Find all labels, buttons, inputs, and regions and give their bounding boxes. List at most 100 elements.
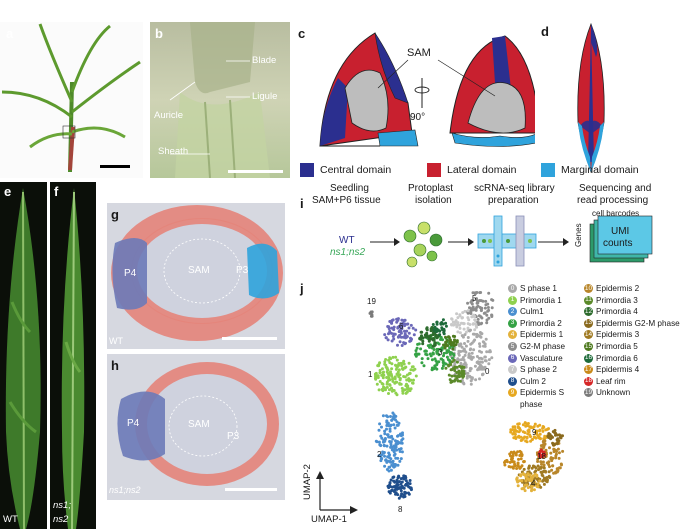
cluster-name: Primordia 5 bbox=[596, 341, 638, 351]
umap-cell-point bbox=[390, 321, 393, 325]
umap-cell-point bbox=[396, 335, 400, 339]
umap-cell-point bbox=[455, 376, 459, 380]
umap-cell-point bbox=[444, 335, 447, 339]
umap-cell-point bbox=[508, 452, 512, 456]
umap-cell-point bbox=[525, 435, 529, 439]
umap-cell-point bbox=[439, 338, 442, 341]
umap-cell-point bbox=[385, 444, 389, 448]
umap-cell-point bbox=[555, 470, 559, 474]
scale-bar-b bbox=[228, 170, 283, 173]
umap-cell-point bbox=[391, 411, 395, 415]
umap-cell-point bbox=[441, 364, 445, 368]
umap-cell-point bbox=[462, 382, 466, 386]
umap-cell-point bbox=[447, 373, 451, 377]
cluster-color-dot: 2 bbox=[508, 307, 517, 317]
umap-cell-point bbox=[520, 453, 524, 457]
umap-cell-point bbox=[552, 450, 556, 454]
umap-cell-point bbox=[539, 437, 542, 441]
umap-cell-point bbox=[388, 427, 392, 431]
umap-cell-point bbox=[478, 334, 482, 338]
umap-cell-point bbox=[442, 351, 446, 355]
umap-cell-point bbox=[387, 372, 391, 376]
maize-seedling-illustration bbox=[0, 22, 143, 178]
umap-cell-point bbox=[399, 441, 403, 445]
umap-cell-point bbox=[430, 326, 434, 329]
umap-cell-point bbox=[536, 482, 540, 486]
umap-cell-point bbox=[452, 344, 456, 347]
microfluidic-chip bbox=[477, 215, 537, 267]
umap-cell-point bbox=[510, 455, 513, 459]
umap-cell-point bbox=[469, 347, 473, 351]
umap-cell-point bbox=[405, 373, 409, 377]
cluster-name: Epidermis S phase bbox=[520, 388, 565, 409]
umap-cell-point bbox=[462, 327, 466, 331]
umap-cell-point bbox=[383, 386, 386, 390]
umap-cell-point bbox=[472, 339, 476, 343]
umap-cell-point bbox=[408, 479, 412, 482]
umap-cell-point bbox=[513, 432, 517, 436]
cluster-color-dot: 9 bbox=[508, 388, 517, 398]
umap-cell-point bbox=[444, 321, 448, 325]
umap-cell-point bbox=[471, 291, 475, 295]
panel-i-label: i bbox=[300, 196, 304, 211]
umap-cell-point bbox=[382, 373, 386, 377]
umap-label-3: 3 bbox=[438, 348, 443, 357]
umap-cell-point bbox=[463, 333, 467, 337]
umap-cell-point bbox=[455, 325, 459, 329]
umap-cell-point bbox=[518, 454, 522, 457]
umap-cell-point bbox=[400, 344, 404, 347]
ligule-closeup-illustration bbox=[150, 22, 290, 178]
umap-cell-point bbox=[457, 372, 461, 376]
umap-cell-point bbox=[388, 453, 391, 457]
umap-cell-point bbox=[487, 316, 491, 320]
umap-cell-point bbox=[433, 326, 437, 330]
umap-cell-point bbox=[396, 442, 400, 446]
umap-cell-point bbox=[538, 432, 542, 436]
umap-cell-point bbox=[430, 358, 434, 362]
umap-cell-point bbox=[453, 335, 457, 338]
umap-cell-point bbox=[484, 337, 488, 341]
umap-cell-point bbox=[404, 365, 408, 369]
umap-cell-point bbox=[410, 337, 413, 341]
umap-cell-point bbox=[403, 322, 407, 326]
umap-cell-point bbox=[463, 309, 467, 313]
umap-cell-point bbox=[374, 377, 378, 381]
umap-cell-point bbox=[383, 454, 386, 458]
umap-cell-point bbox=[487, 291, 491, 295]
umap-cell-point bbox=[378, 361, 382, 365]
umap-cell-point bbox=[530, 466, 534, 470]
panel-f-genotype-line2: ns2 bbox=[53, 514, 69, 525]
umap-cell-point bbox=[475, 305, 479, 309]
umap-cell-point bbox=[460, 365, 464, 369]
umap-cell-point bbox=[458, 323, 461, 327]
umap-cell-point bbox=[557, 456, 561, 460]
umap-cell-point bbox=[470, 376, 474, 380]
umap-cell-point bbox=[524, 424, 528, 428]
workflow-diagram bbox=[370, 215, 653, 268]
genotype-wt-label: WT bbox=[339, 235, 355, 246]
umap-cell-point bbox=[486, 309, 490, 313]
umap-cell-point bbox=[466, 374, 469, 378]
umap-cell-point bbox=[477, 356, 481, 360]
umap-cell-point bbox=[388, 383, 392, 387]
umap-cell-point bbox=[490, 298, 494, 302]
umap-cell-point bbox=[407, 361, 411, 365]
panel-d-label: d bbox=[541, 24, 549, 39]
umap-cell-point bbox=[467, 352, 471, 356]
umap-cell-point bbox=[485, 313, 489, 317]
umap-cell-point bbox=[377, 388, 381, 392]
umap-cell-point bbox=[533, 480, 537, 484]
umap-cell-point bbox=[464, 365, 468, 369]
umap-cell-point bbox=[380, 436, 384, 440]
cluster-name: Primordia 3 bbox=[596, 295, 638, 305]
umap-cell-point bbox=[451, 379, 455, 383]
umap-cell-point bbox=[472, 322, 475, 326]
umap-cell-point bbox=[453, 362, 457, 366]
umap-cell-point bbox=[396, 325, 400, 329]
umap-cell-point bbox=[542, 466, 546, 470]
umap-cell-point bbox=[557, 451, 561, 455]
panel-e-photo bbox=[0, 182, 47, 529]
